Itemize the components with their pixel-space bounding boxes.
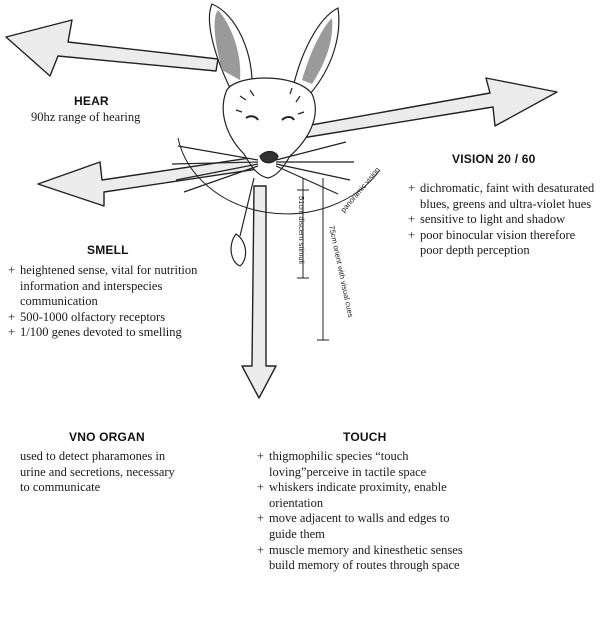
smell-item: 500-1000 olfactory receptors bbox=[8, 310, 202, 326]
hear-arrow-icon bbox=[6, 20, 218, 76]
touch-list: thigmophilic species “touch loving”perce… bbox=[257, 449, 469, 574]
vno-text: used to detect pharamones in urine and s… bbox=[20, 449, 178, 496]
touch-item: move adjacent to walls and edges to guid… bbox=[257, 511, 469, 542]
vno-heading: VNO ORGAN bbox=[69, 430, 145, 444]
hear-text: 90hz range of hearing bbox=[31, 110, 191, 126]
touch-heading: TOUCH bbox=[343, 430, 386, 444]
touch-arrow-icon bbox=[242, 186, 276, 398]
panoramic-vision-label: panoramic vision bbox=[339, 165, 382, 214]
smell-list: heightened sense, vital for nutrition in… bbox=[8, 263, 202, 341]
stimuli-distance-label: 51cm discern stimuli bbox=[297, 196, 306, 264]
vision-item: sensitive to light and shadow bbox=[408, 212, 600, 228]
vision-item: poor binocular vision therefore poor dep… bbox=[408, 228, 600, 259]
vision-arrow-icon bbox=[300, 78, 557, 138]
vision-list: dichromatic, faint with desaturated blue… bbox=[408, 181, 600, 259]
hear-heading: HEAR bbox=[74, 94, 109, 108]
vision-item: dichromatic, faint with desaturated blue… bbox=[408, 181, 600, 212]
touch-item: thigmophilic species “touch loving”perce… bbox=[257, 449, 469, 480]
smell-item: heightened sense, vital for nutrition in… bbox=[8, 263, 202, 310]
smell-heading: SMELL bbox=[87, 243, 129, 257]
touch-item: whiskers indicate proximity, enable orie… bbox=[257, 480, 469, 511]
orient-distance-label: 75cm orient with visual cues bbox=[327, 225, 355, 319]
smell-item: 1/100 genes devoted to smelling bbox=[8, 325, 202, 341]
touch-item: muscle memory and kinesthetic senses bui… bbox=[257, 543, 469, 574]
vision-heading: VISION 20 / 60 bbox=[452, 152, 536, 166]
